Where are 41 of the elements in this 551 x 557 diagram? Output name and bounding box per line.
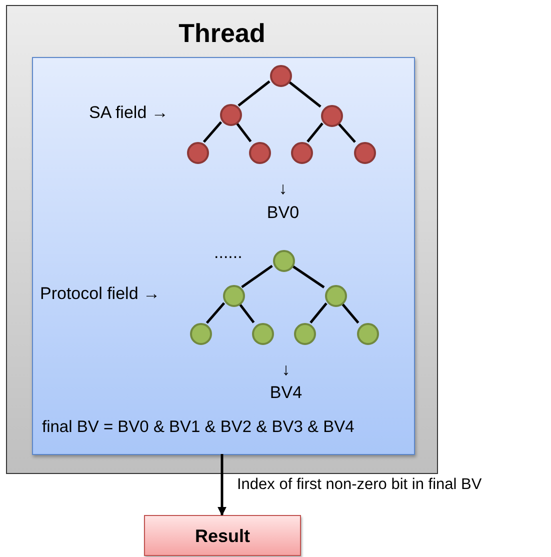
bit-vector-label: BV0 (266, 204, 300, 221)
field-label: SA field → (89, 104, 168, 121)
thread-container (6, 5, 438, 474)
tree-branch (206, 302, 226, 324)
result-label: Result (194, 527, 251, 545)
tree-node (270, 65, 292, 87)
field-panel (32, 57, 415, 455)
tree-node (357, 323, 379, 345)
result-box (144, 515, 301, 556)
formula-text: final BV = BV0 & BV1 & BV2 & BV3 & BV4 (42, 419, 354, 436)
tree-node (220, 104, 242, 126)
tree-branch (337, 122, 356, 143)
ellipsis: ...... (214, 244, 242, 261)
tree-branch (310, 302, 328, 324)
tree-node (249, 142, 271, 164)
tree-branch (306, 122, 324, 142)
field-label: Protocol field → (40, 285, 160, 302)
tree-branch (288, 80, 322, 108)
container-title: Thread (178, 20, 266, 46)
edge-label: Index of first non-zero bit in final BV (237, 476, 482, 492)
tree-branch (241, 264, 273, 288)
tree-branch (340, 302, 360, 324)
tree-node (354, 142, 376, 164)
tree-branch (238, 80, 270, 107)
tree-node (273, 250, 295, 272)
arrow (218, 454, 226, 516)
down-arrow-glyph: ↓ (282, 361, 290, 378)
tree-node (252, 323, 274, 345)
tree-node (325, 285, 347, 307)
tree-node (190, 323, 212, 345)
tree-node (294, 323, 316, 345)
tree-branch (291, 264, 325, 288)
tree-branch (235, 122, 252, 142)
tree-node (223, 285, 245, 307)
tree-branch (202, 121, 222, 143)
tree-node (291, 142, 313, 164)
tree-branch (238, 302, 255, 324)
down-arrow-glyph: ↓ (278, 180, 288, 197)
tree-node (321, 105, 343, 127)
bit-vector-label: BV4 (270, 384, 302, 401)
tree-node (187, 142, 209, 164)
